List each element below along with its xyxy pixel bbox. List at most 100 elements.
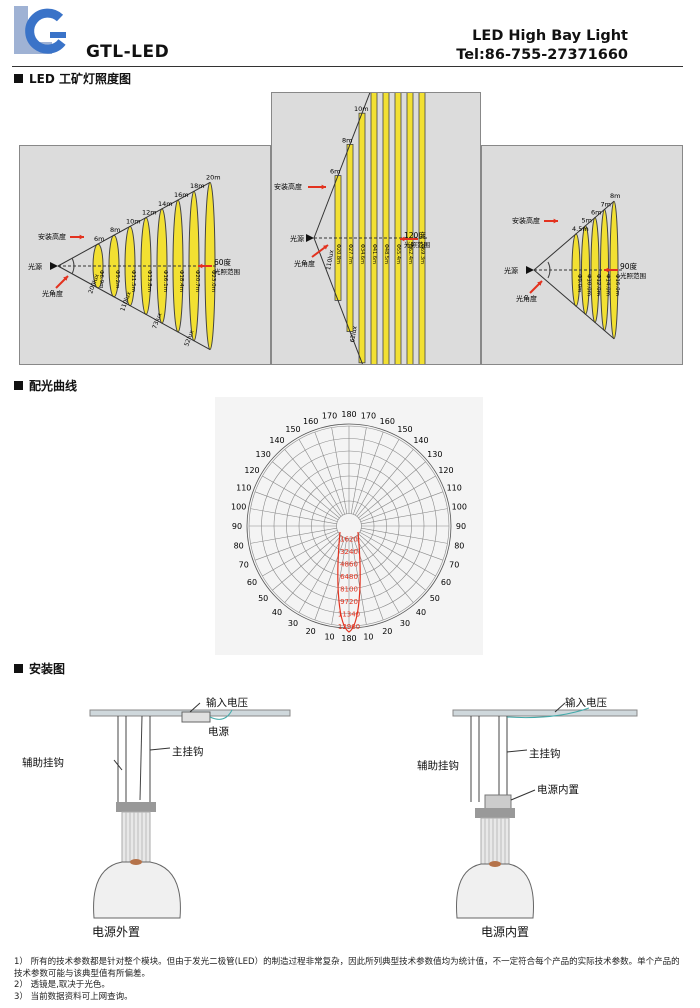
polar-angle-left: 150 bbox=[285, 425, 300, 434]
diameter-label: Φ18.4m bbox=[178, 270, 184, 292]
header-info: LED High Bay Light Tel:86-755-27371660 bbox=[456, 27, 628, 65]
polar-angle-right: 120 bbox=[438, 466, 453, 475]
diameter-label: Φ9.2m bbox=[114, 270, 120, 288]
section-light-curve-heading: 配光曲线 bbox=[14, 377, 77, 394]
diameter-label: Φ62.4m bbox=[407, 244, 413, 264]
light-source-label: 光源 bbox=[28, 262, 42, 271]
diameter-label: Φ23.0m bbox=[210, 270, 216, 292]
illuminance-panel-120: 6mΦ20.8m8mΦ27.7m10mΦ34.6m12mΦ41.6m14mΦ48… bbox=[271, 0, 481, 520]
install-height-label: 安装高度 bbox=[38, 232, 66, 241]
label-main-hook-right: 主挂钩 bbox=[529, 748, 561, 760]
distance-label: 20m bbox=[206, 173, 221, 181]
polar-angle-right: 30 bbox=[400, 619, 410, 628]
footnotes: 1） 所有的技术参数都是针对整个模块。但由于发光二极管(LED）的制造过程非常复… bbox=[14, 957, 684, 1003]
lux-label: 62lux bbox=[349, 325, 359, 343]
distance-label: 8m bbox=[342, 136, 352, 144]
distance-label: 8m bbox=[110, 226, 120, 234]
polar-angle-left: 110 bbox=[236, 484, 251, 493]
polar-angle-right: 60 bbox=[441, 578, 451, 587]
light-source-label: 光源 bbox=[504, 266, 518, 275]
footnote-2: 2） 透镜是,取决于光色。 bbox=[14, 980, 110, 990]
distance-label: 14m bbox=[158, 200, 173, 208]
bullet-square-icon bbox=[14, 664, 23, 673]
radial-value: 8100 bbox=[340, 586, 358, 594]
light-source-label: 光源 bbox=[290, 234, 304, 243]
caption-external-power: 电源外置 bbox=[92, 925, 141, 939]
beam-range-label: 光照范围 bbox=[620, 271, 646, 280]
distance-label: 16m bbox=[174, 191, 189, 199]
beam-angle-arrow bbox=[400, 236, 418, 242]
polar-angle-right: 50 bbox=[430, 594, 440, 603]
polar-angle-left: 50 bbox=[258, 594, 268, 603]
polar-angle-right: 100 bbox=[452, 503, 467, 512]
polar-angle-right: 170 bbox=[361, 412, 376, 421]
gtl-logo bbox=[10, 2, 80, 64]
bullet-square-icon bbox=[14, 381, 23, 390]
diameter-label: Φ16.1m bbox=[162, 270, 168, 292]
distance-label: 6m bbox=[591, 209, 601, 217]
beam-range-label: 光照范围 bbox=[214, 267, 240, 276]
polar-angle-left: 170 bbox=[322, 412, 337, 421]
polar-angle-right: 20 bbox=[382, 627, 392, 636]
beam-angle-label: 60度 bbox=[214, 257, 232, 267]
light-angle-arrow bbox=[529, 280, 543, 294]
section-illuminance-heading: LED 工矿灯照度图 bbox=[14, 70, 131, 87]
header-divider bbox=[12, 66, 683, 67]
diameter-label: Φ20.8m bbox=[335, 244, 341, 264]
polar-angle-left: 130 bbox=[256, 450, 271, 459]
distance-label: 7m bbox=[601, 200, 611, 208]
beam-strip bbox=[370, 81, 378, 395]
diameter-label: Φ69.3m bbox=[419, 244, 425, 264]
diameter-label: Φ48.5m bbox=[383, 244, 389, 264]
polar-angle-left: 120 bbox=[244, 466, 259, 475]
install-height-label: 安装高度 bbox=[274, 182, 302, 191]
caption-internal-power: 电源内置 bbox=[481, 925, 530, 939]
polar-angle-right: 110 bbox=[447, 484, 462, 493]
radial-value: 11340 bbox=[338, 611, 360, 619]
install-diagram-external-power: 输入电压 电源 主挂钩 辅助挂钩 电源外置 bbox=[22, 690, 300, 950]
diameter-label: Φ13.8m bbox=[146, 270, 152, 292]
label-aux-hook-right: 辅助挂钩 bbox=[417, 760, 459, 772]
polar-angle-left: 80 bbox=[234, 541, 244, 550]
distance-label: 6m bbox=[330, 168, 340, 176]
polar-angle-left: 90 bbox=[232, 522, 242, 531]
polar-angle-left: 60 bbox=[247, 578, 257, 587]
polar-angle-left: 100 bbox=[231, 503, 246, 512]
install-height-arrow bbox=[544, 218, 558, 224]
polar-angle-right: 90 bbox=[456, 522, 466, 531]
radial-value: 12960 bbox=[338, 623, 360, 631]
diameter-label: Φ20.7m bbox=[194, 270, 200, 292]
beam-strip bbox=[382, 50, 390, 426]
distance-label: 6m bbox=[94, 235, 104, 243]
radial-value: 9720 bbox=[340, 598, 358, 606]
brand-name: GTL-LED bbox=[86, 42, 170, 62]
light-distribution-curve bbox=[337, 531, 361, 633]
label-aux-hook-left: 辅助挂钩 bbox=[22, 757, 64, 769]
beam-strip bbox=[406, 0, 414, 489]
diameter-label: Φ34.6m bbox=[359, 244, 365, 264]
polar-angle-right: 80 bbox=[454, 541, 464, 550]
polar-angle-right: 130 bbox=[427, 450, 442, 459]
polar-angle-left: 160 bbox=[303, 417, 318, 426]
lux-label: 110lux bbox=[325, 249, 336, 271]
install-height-arrow bbox=[308, 184, 326, 190]
beam-angle-arrow bbox=[198, 263, 212, 269]
distance-label: 8m bbox=[610, 192, 620, 200]
label-internal-power: 电源内置 bbox=[537, 784, 579, 796]
beam-angle-arrow bbox=[604, 267, 618, 273]
distance-label: 4.5m bbox=[572, 225, 589, 233]
install-diagram-internal-power: 输入电压 主挂钩 辅助挂钩 电源内置 电源内置 bbox=[415, 690, 665, 950]
light-angle-arrow bbox=[311, 244, 329, 258]
radial-value: 1620 bbox=[340, 536, 358, 544]
beam-range-label: 光照范围 bbox=[404, 240, 430, 249]
diameter-label: Φ14.0m bbox=[605, 274, 611, 296]
distance-label: 10m bbox=[126, 217, 141, 225]
label-power-supply: 电源 bbox=[208, 726, 229, 738]
section-install-heading: 安装图 bbox=[14, 660, 65, 677]
label-input-voltage-left: 输入电压 bbox=[206, 697, 248, 709]
polar-angle-left: 40 bbox=[272, 608, 282, 617]
polar-angle-right: 160 bbox=[380, 417, 395, 426]
polar-angle-right: 70 bbox=[449, 560, 459, 569]
polar-angle-right: 10 bbox=[363, 632, 373, 641]
